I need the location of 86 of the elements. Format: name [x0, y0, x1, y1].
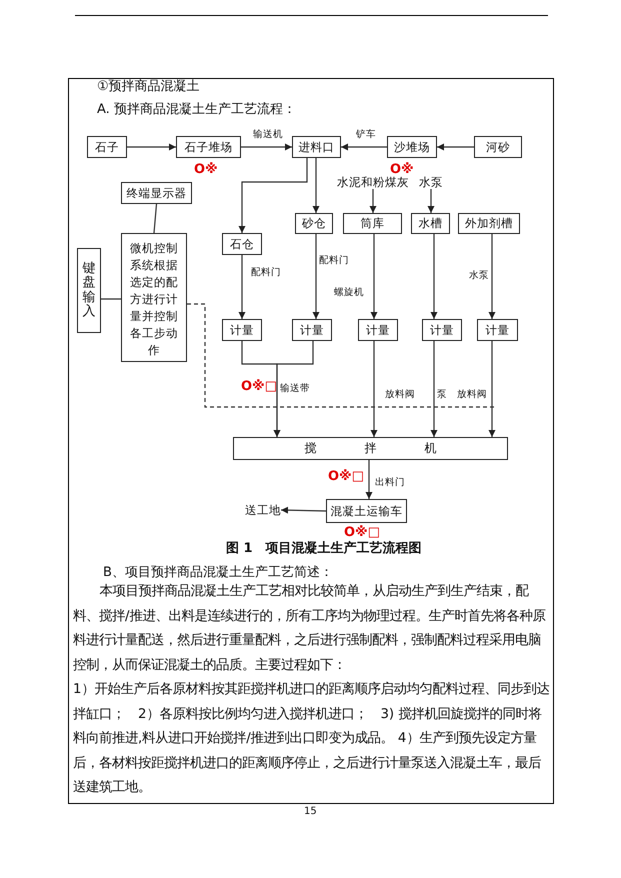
- section-heading: B、项目预拌商品混凝土生产工艺简述：: [103, 564, 333, 581]
- arrow: [488, 341, 496, 437]
- node-label: 微机控制系统根据选定的配方进行计量并控制各工步动作: [129, 240, 179, 359]
- process-box: [222, 319, 262, 341]
- process-box: [87, 136, 127, 158]
- node-label: 河砂: [486, 140, 510, 154]
- arrow: [341, 144, 387, 150]
- process-box: [474, 136, 522, 158]
- arrow: [430, 234, 438, 319]
- body-paragraph: 1）开始生产后各原材料按其距搅拌机进口的距离顺序启动均匀配料过程、同步到达拌缸口； 2）各原料按比例均匀进入搅拌机进口； 3) 搅拌机回旋搅拌的同时将料向前推进,料从进口开始搅拌/推进到出口即变为成品。 4）生产到预先设定方量后，各材料按距搅拌机进口的距离顺序停止，之后进行计量泵送入混凝土车，最后送建筑工地。: [73, 680, 550, 797]
- process-box: [233, 437, 508, 460]
- section-heading: ①预拌商品混凝土: [97, 78, 200, 95]
- edge-label: 输送机: [252, 128, 284, 141]
- marker-symbol: O※: [194, 162, 218, 177]
- arrow: [428, 189, 434, 213]
- node-label: 石子: [95, 140, 119, 154]
- arrow: [238, 255, 246, 319]
- node-label: 石仓: [230, 236, 254, 252]
- flow-text: 水泥和粉煤灰: [338, 176, 408, 189]
- edge-label: 放料阀: [456, 388, 488, 401]
- process-box: [77, 248, 101, 333]
- flow-text: 水泵: [421, 176, 441, 189]
- arrow: [280, 506, 326, 514]
- body-paragraph: 本项目预拌商品混凝土生产工艺相对比较简单，从启动生产到生产结束，配料、搅拌/推进、出料是连续进行的，所有工序均为物理过程。生产时首先将各种原料进行计量配送，然后进行重量配料，之后进行强制配料，强制配料过程采用电脑控制，从而保证混凝土的品质。主要过程如下：: [73, 582, 546, 674]
- control-line: [187, 303, 496, 408]
- process-box: [292, 319, 332, 341]
- arrow: [312, 234, 320, 319]
- arrow: [430, 341, 438, 437]
- node-label: 进料口: [298, 140, 334, 154]
- arrow: [366, 460, 372, 499]
- node-label: 沙堆场: [394, 140, 430, 154]
- arrow: [370, 341, 378, 437]
- process-box: [176, 136, 241, 158]
- marker-symbol: O※□: [344, 525, 380, 540]
- process-box: [411, 213, 450, 234]
- process-box: [222, 233, 262, 255]
- arrow: [370, 234, 378, 319]
- node-label: 混凝土运输车: [330, 504, 402, 518]
- node-label: 筒库: [360, 216, 384, 231]
- process-box: [422, 319, 462, 341]
- arrow: [437, 144, 474, 150]
- arrow: [312, 158, 320, 213]
- edge-label: 螺旋机: [333, 286, 365, 299]
- process-box: [121, 182, 192, 204]
- process-box: [343, 213, 402, 234]
- arrow: [238, 158, 308, 233]
- process-box: [387, 136, 437, 158]
- node-label: 外加剂槽: [465, 216, 513, 231]
- node-label: 水槽: [418, 216, 442, 231]
- edge-label: 铲车: [355, 128, 377, 141]
- marker-symbol: O※: [390, 162, 414, 177]
- node-label: 搅拌机: [304, 440, 484, 457]
- node-label: 计量: [486, 322, 510, 338]
- process-box: [358, 319, 398, 341]
- arrow: [488, 234, 496, 319]
- process-box: [326, 499, 407, 523]
- arrow: [274, 341, 314, 437]
- section-heading: A. 预拌商品混凝土生产工艺流程：: [97, 101, 296, 118]
- process-box: [121, 233, 187, 362]
- node-label: 砂仓: [302, 216, 326, 231]
- process-box: [292, 136, 341, 158]
- node-label: 键盘输入: [82, 262, 96, 320]
- node-label: 石子堆场: [184, 140, 232, 154]
- arrow: [370, 189, 376, 213]
- figure-caption: 图 1 项目混凝土生产工艺流程图: [226, 540, 422, 557]
- arrow: [127, 144, 176, 150]
- arrow: [241, 144, 292, 150]
- edge-label: 配料门: [318, 254, 350, 267]
- marker-symbol: O※□: [328, 469, 364, 484]
- page-number: 15: [304, 806, 317, 817]
- flow-text: 送工地: [245, 503, 281, 517]
- node-label: 计量: [230, 322, 254, 338]
- node-label: 终端显示器: [126, 186, 186, 200]
- edge-label: 出料门: [374, 476, 406, 489]
- node-label: 计量: [300, 322, 324, 338]
- node-label: 计量: [366, 322, 390, 338]
- edge-label: 输送带: [279, 382, 311, 395]
- node-label: 计量: [430, 322, 454, 338]
- process-box: [295, 213, 333, 234]
- edge-label: 泵: [436, 388, 448, 401]
- process-box: [458, 213, 520, 234]
- edge-label: 配料门: [250, 266, 282, 279]
- process-box: [477, 319, 518, 341]
- edge-label: 水泵: [468, 269, 490, 282]
- edge-label: 放料阀: [384, 388, 416, 401]
- marker-symbol: O※□: [241, 379, 277, 394]
